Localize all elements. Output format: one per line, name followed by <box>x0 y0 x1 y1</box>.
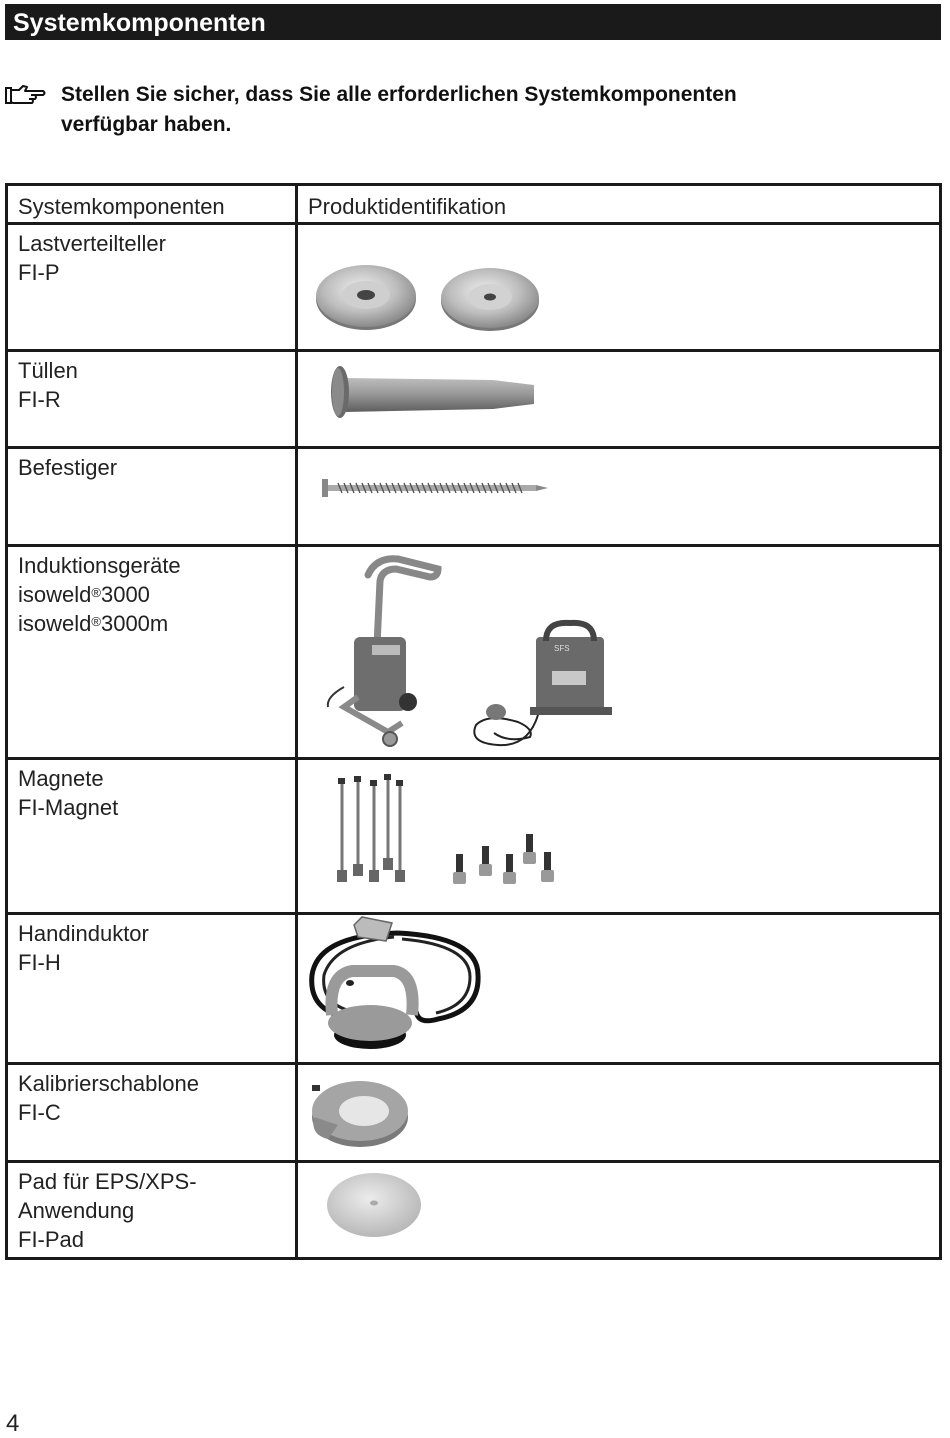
product-image-cell: SFS <box>295 544 942 760</box>
table-row: Lastverteilteller FI-P <box>5 222 942 352</box>
eps-xps-pad-image <box>327 1173 421 1237</box>
product-image-cell <box>295 1160 942 1260</box>
table-row: Induktionsgeräte isoweld®3000 isoweld®30… <box>5 544 942 760</box>
table-row: Befestiger <box>5 446 942 547</box>
header-systemkomponenten: Systemkomponenten <box>5 183 298 225</box>
section-title: Systemkomponenten <box>5 4 941 40</box>
component-name-cell: Handinduktor FI-H <box>5 912 298 1065</box>
component-name-cell: Lastverteilteller FI-P <box>5 222 298 352</box>
table-row: Kalibrierschablone FI-C <box>5 1062 942 1163</box>
component-name-cell: Pad für EPS/XPS- Anwendung FI-Pad <box>5 1160 298 1260</box>
product-image-cell <box>295 446 942 547</box>
note-text: Stellen Sie sicher, dass Sie alle erford… <box>61 83 737 136</box>
product-image-cell <box>295 1062 942 1163</box>
product-image-cell <box>295 349 942 449</box>
table-header-row: Systemkomponenten Produktidentifikation <box>5 183 942 225</box>
page-number: 4 <box>6 1410 20 1437</box>
magnets-image <box>337 774 554 884</box>
sleeve-image <box>331 366 534 418</box>
hand-inductor-image <box>309 916 481 1049</box>
components-table: Systemkomponenten Produktidentifikation … <box>5 183 942 1260</box>
component-name-cell: Kalibrierschablone FI-C <box>5 1062 298 1163</box>
header-produktidentifikation: Produktidentifikation <box>295 183 942 225</box>
induction-devices-image: SFS <box>326 555 612 747</box>
product-image-cell <box>295 222 942 352</box>
product-image-cell <box>295 757 942 915</box>
table-row: Handinduktor FI-H <box>5 912 942 1065</box>
table-row: Tüllen FI-R <box>5 349 942 449</box>
component-name-cell: Tüllen FI-R <box>5 349 298 449</box>
calibration-template-image <box>312 1081 408 1147</box>
product-image-cell <box>295 912 942 1065</box>
screw-fastener-image <box>322 479 548 497</box>
component-name-cell: Befestiger <box>5 446 298 547</box>
pointing-hand-icon <box>5 85 46 104</box>
load-distribution-plates-image <box>316 265 539 331</box>
table-row: Pad für EPS/XPS- Anwendung FI-Pad <box>5 1160 942 1260</box>
component-name-cell: Induktionsgeräte isoweld®3000 isoweld®30… <box>5 544 298 760</box>
device-brand-label: SFS <box>554 644 570 653</box>
table-row: Magnete FI-Magnet <box>5 757 942 915</box>
component-name-cell: Magnete FI-Magnet <box>5 757 298 915</box>
